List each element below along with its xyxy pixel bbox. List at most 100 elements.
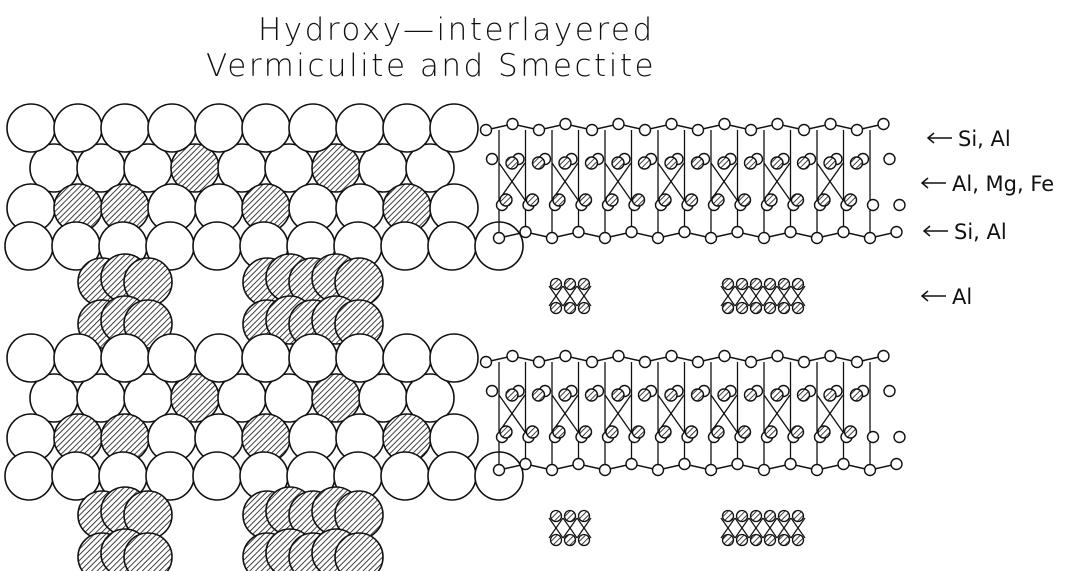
interlayer-al-sphere bbox=[334, 532, 384, 571]
oxygen-atom bbox=[691, 123, 705, 137]
clay-layer-spheres bbox=[4, 333, 524, 501]
oxygen-sphere bbox=[100, 333, 150, 383]
oxygen-sphere bbox=[147, 103, 197, 153]
cluster-atom bbox=[563, 509, 577, 523]
cluster-atom bbox=[735, 533, 749, 547]
cluster-bond bbox=[776, 517, 792, 539]
oxygen-sphere bbox=[429, 103, 479, 153]
octahedral-cation-atom bbox=[552, 193, 566, 207]
octahedral-bond bbox=[604, 394, 632, 433]
octahedral-bond bbox=[498, 162, 526, 201]
cluster-atom bbox=[763, 301, 777, 315]
oxygen-atom bbox=[598, 463, 612, 477]
octahedral-cation-atom bbox=[684, 425, 699, 439]
octahedral-cation-atom bbox=[743, 388, 758, 402]
octahedral-cation-atom bbox=[631, 425, 646, 439]
oxygen-atom bbox=[797, 355, 811, 369]
oxygen-atom bbox=[572, 225, 585, 239]
oxygen-sphere bbox=[382, 103, 432, 153]
octahedral-bond bbox=[498, 394, 526, 433]
cluster-atom bbox=[777, 509, 791, 523]
ball-and-stick-model bbox=[479, 117, 906, 547]
hydroxyl-atom bbox=[893, 430, 906, 444]
oxygen-atom bbox=[718, 117, 731, 131]
oxygen-atom bbox=[598, 231, 612, 245]
octahedral-bond bbox=[763, 162, 791, 201]
octahedral-cation-atom bbox=[631, 193, 646, 207]
label-octahedral: Al, Mg, Fe bbox=[920, 172, 1054, 196]
oxygen-atom bbox=[665, 349, 678, 363]
oxygen-atom bbox=[585, 355, 599, 369]
octahedral-cation-atom bbox=[499, 425, 513, 439]
octahedral-cation-atom bbox=[817, 193, 831, 207]
cluster-bond bbox=[762, 285, 778, 307]
octahedral-cation-atom bbox=[690, 156, 705, 170]
oxygen-sphere bbox=[427, 451, 477, 501]
oxygen-atom bbox=[771, 117, 784, 131]
octahedral-cation-atom bbox=[843, 425, 858, 439]
oxygen-atom bbox=[744, 123, 758, 137]
hydroxy-al-pillar bbox=[242, 253, 384, 349]
oxygen-atom bbox=[625, 225, 638, 239]
octahedral-cation-atom bbox=[796, 156, 811, 170]
tetrahedral-bottom-bonds bbox=[498, 231, 897, 239]
cluster-atom bbox=[777, 301, 791, 315]
octahedral-cation-atom bbox=[770, 156, 784, 170]
oxygen-atom bbox=[850, 355, 864, 369]
hydroxyl-atom bbox=[893, 198, 906, 212]
oxygen-atom bbox=[863, 463, 877, 477]
octahedral-cation-atom bbox=[717, 388, 731, 402]
oxygen-sphere bbox=[288, 333, 338, 383]
octahedral-cation-atom bbox=[664, 156, 678, 170]
title-line-1: Hydroxy—interlayered bbox=[258, 12, 655, 48]
oxygen-atom bbox=[877, 349, 890, 363]
oxygen-atom bbox=[691, 355, 705, 369]
octahedral-cation-atom bbox=[737, 193, 752, 207]
label-tetrahedral-bottom: Si, Al bbox=[922, 220, 1007, 244]
octahedral-cation-atom bbox=[790, 193, 805, 207]
octahedral-cation-atom bbox=[525, 425, 540, 439]
oxygen-atom bbox=[837, 457, 850, 471]
cluster-bond bbox=[748, 517, 764, 539]
oxygen-atom bbox=[731, 225, 744, 239]
oxygen-atom bbox=[890, 457, 903, 471]
cluster-bond bbox=[562, 285, 578, 307]
cluster-bond bbox=[548, 517, 564, 539]
clay-layer-spheres bbox=[4, 103, 524, 271]
oxygen-sphere bbox=[288, 103, 338, 153]
label-al-interlayer: Al bbox=[952, 285, 972, 309]
interlayer-hydroxy-al-cluster bbox=[548, 277, 592, 315]
cluster-bond bbox=[790, 285, 806, 307]
hydroxy-al-pillar bbox=[242, 486, 384, 571]
cluster-atom bbox=[735, 509, 749, 523]
layer-labels: Si, Al Al, Mg, Fe Si, Al Al bbox=[920, 127, 1054, 309]
interlayer-hydroxy-al-cluster bbox=[720, 277, 806, 315]
octahedral-cation-atom bbox=[764, 425, 778, 439]
oxygen-sphere bbox=[6, 103, 56, 153]
oxygen-atom bbox=[678, 457, 691, 471]
octahedral-cation-atom bbox=[664, 388, 678, 402]
octahedral-bond bbox=[763, 394, 791, 433]
octahedral-cation-atom bbox=[552, 425, 566, 439]
octahedral-cation-atom bbox=[690, 388, 705, 402]
octahedral-cation-atom bbox=[505, 156, 519, 170]
octahedral-cation-atom bbox=[558, 156, 572, 170]
hydroxyl-atom bbox=[485, 384, 499, 398]
octahedral-cation-atom bbox=[637, 156, 652, 170]
oxygen-atom bbox=[585, 123, 599, 137]
oxygen-atom bbox=[638, 355, 652, 369]
interlayer-hydroxy-al-cluster bbox=[720, 509, 806, 547]
oxygen-sphere bbox=[192, 221, 242, 271]
octahedral-bond bbox=[657, 162, 685, 201]
octahedral-cation-atom bbox=[499, 193, 513, 207]
tetrahedral-top-bonds bbox=[485, 123, 884, 131]
octahedral-cation-atom bbox=[817, 425, 831, 439]
tot-layer-ball-and-stick bbox=[479, 117, 906, 245]
oxygen-atom bbox=[877, 117, 890, 131]
cluster-atom bbox=[577, 533, 591, 547]
octahedral-cation-atom bbox=[684, 193, 699, 207]
oxygen-atom bbox=[810, 463, 824, 477]
cluster-atom bbox=[735, 277, 749, 291]
octahedral-cation-atom bbox=[584, 156, 599, 170]
